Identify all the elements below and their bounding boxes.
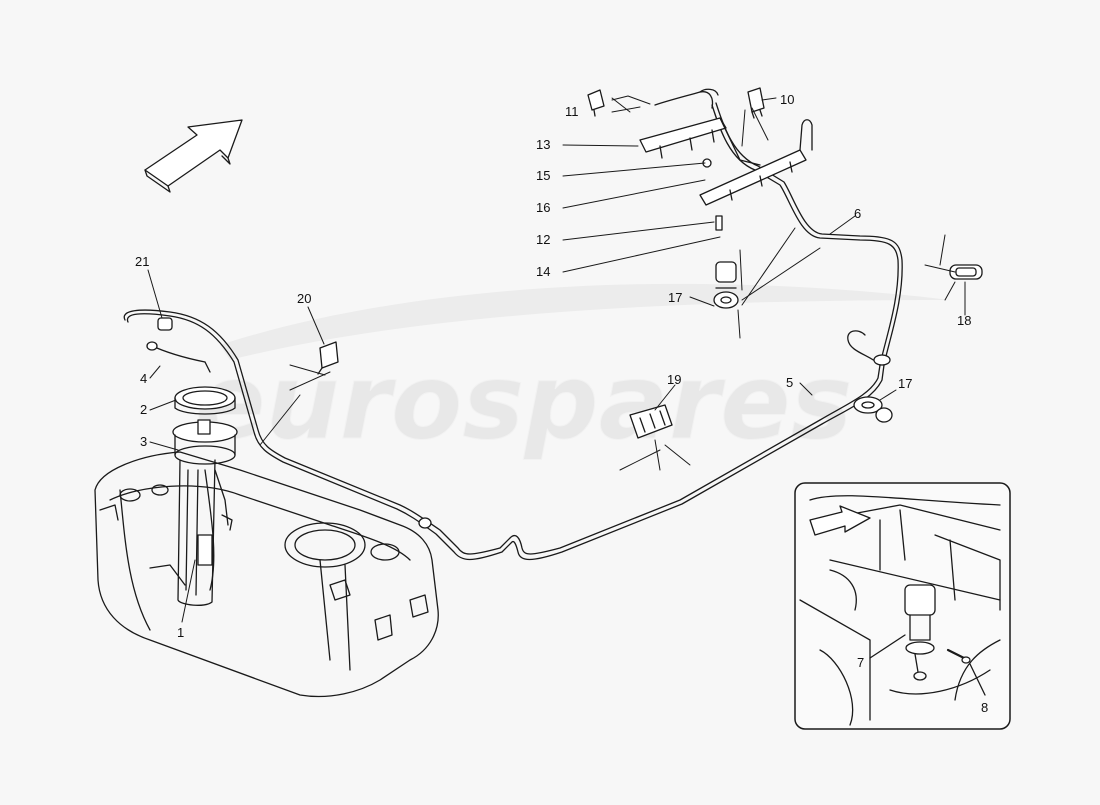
callout-5: 5 xyxy=(786,375,793,390)
connector-11 xyxy=(587,89,605,117)
callout-15: 15 xyxy=(536,168,550,183)
fuel-line-main xyxy=(123,309,881,555)
lock-ring xyxy=(174,386,236,415)
callout-12: 12 xyxy=(536,232,550,247)
fuel-tank xyxy=(94,451,439,698)
fuel-line-upper xyxy=(711,104,899,366)
callout-10: 10 xyxy=(780,92,794,107)
clip-19 xyxy=(629,404,673,439)
pressure-sensor xyxy=(904,584,936,616)
callout-4: 4 xyxy=(140,371,147,386)
callout-17-lower: 17 xyxy=(898,376,912,391)
callout-11: 11 xyxy=(565,104,579,119)
clip-21 xyxy=(157,317,173,331)
callout-19: 19 xyxy=(667,372,681,387)
callouts: 1 2 3 4 5 6 7 8 10 11 12 13 14 15 16 17 … xyxy=(135,92,988,715)
pump-hose xyxy=(146,341,211,373)
bracket-17-lower xyxy=(853,396,893,423)
callout-13: 13 xyxy=(536,137,550,152)
callout-7: 7 xyxy=(857,655,864,670)
fuel-pump-module xyxy=(149,419,238,606)
callout-14: 14 xyxy=(536,264,550,279)
callout-2: 2 xyxy=(140,402,147,417)
clip-20 xyxy=(317,341,339,375)
line-clip xyxy=(418,517,432,529)
callout-1: 1 xyxy=(177,625,184,640)
watermark: eurospares xyxy=(195,283,950,464)
fuel-rail xyxy=(639,88,813,231)
callout-6: 6 xyxy=(854,206,861,221)
callout-8: 8 xyxy=(981,700,988,715)
watermark-text: eurospares xyxy=(195,341,853,463)
callout-18: 18 xyxy=(957,313,971,328)
bracket-17-upper xyxy=(713,261,739,309)
callout-21: 21 xyxy=(135,254,149,269)
connector-10 xyxy=(747,87,765,119)
direction-arrow-icon xyxy=(144,119,243,193)
leader-lines xyxy=(147,95,966,623)
detail-arrow-icon xyxy=(809,505,871,536)
clip-18 xyxy=(949,264,983,280)
callout-16: 16 xyxy=(536,200,550,215)
detail-inset xyxy=(794,482,1011,730)
callout-3: 3 xyxy=(140,434,147,449)
callout-20: 20 xyxy=(297,291,311,306)
callout-17-upper: 17 xyxy=(668,290,682,305)
